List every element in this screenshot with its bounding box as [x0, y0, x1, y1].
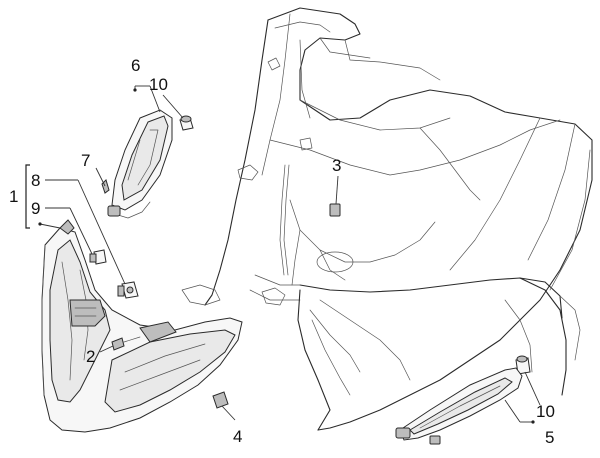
label-3: 3	[332, 156, 341, 175]
callout-labels: 6 10 7 8 1 9 3 2 4 10 5	[9, 56, 555, 447]
label-10-top: 10	[149, 75, 168, 94]
callout-leaders	[25, 85, 541, 424]
label-8: 8	[31, 171, 40, 190]
label-6: 6	[131, 56, 140, 75]
leg-shield-lower	[297, 277, 567, 431]
label-2: 2	[86, 347, 95, 366]
label-1: 1	[9, 187, 18, 206]
label-5: 5	[545, 428, 554, 447]
headlamp-assembly	[41, 219, 243, 433]
front-turn-signal-right	[395, 367, 523, 445]
label-10-bottom: 10	[536, 402, 555, 421]
front-turn-signal-left	[107, 109, 194, 219]
label-9: 9	[31, 199, 40, 218]
label-4: 4	[233, 427, 242, 446]
front-shield-frame	[181, 7, 593, 431]
small-parts	[89, 179, 531, 409]
label-7: 7	[81, 151, 90, 170]
